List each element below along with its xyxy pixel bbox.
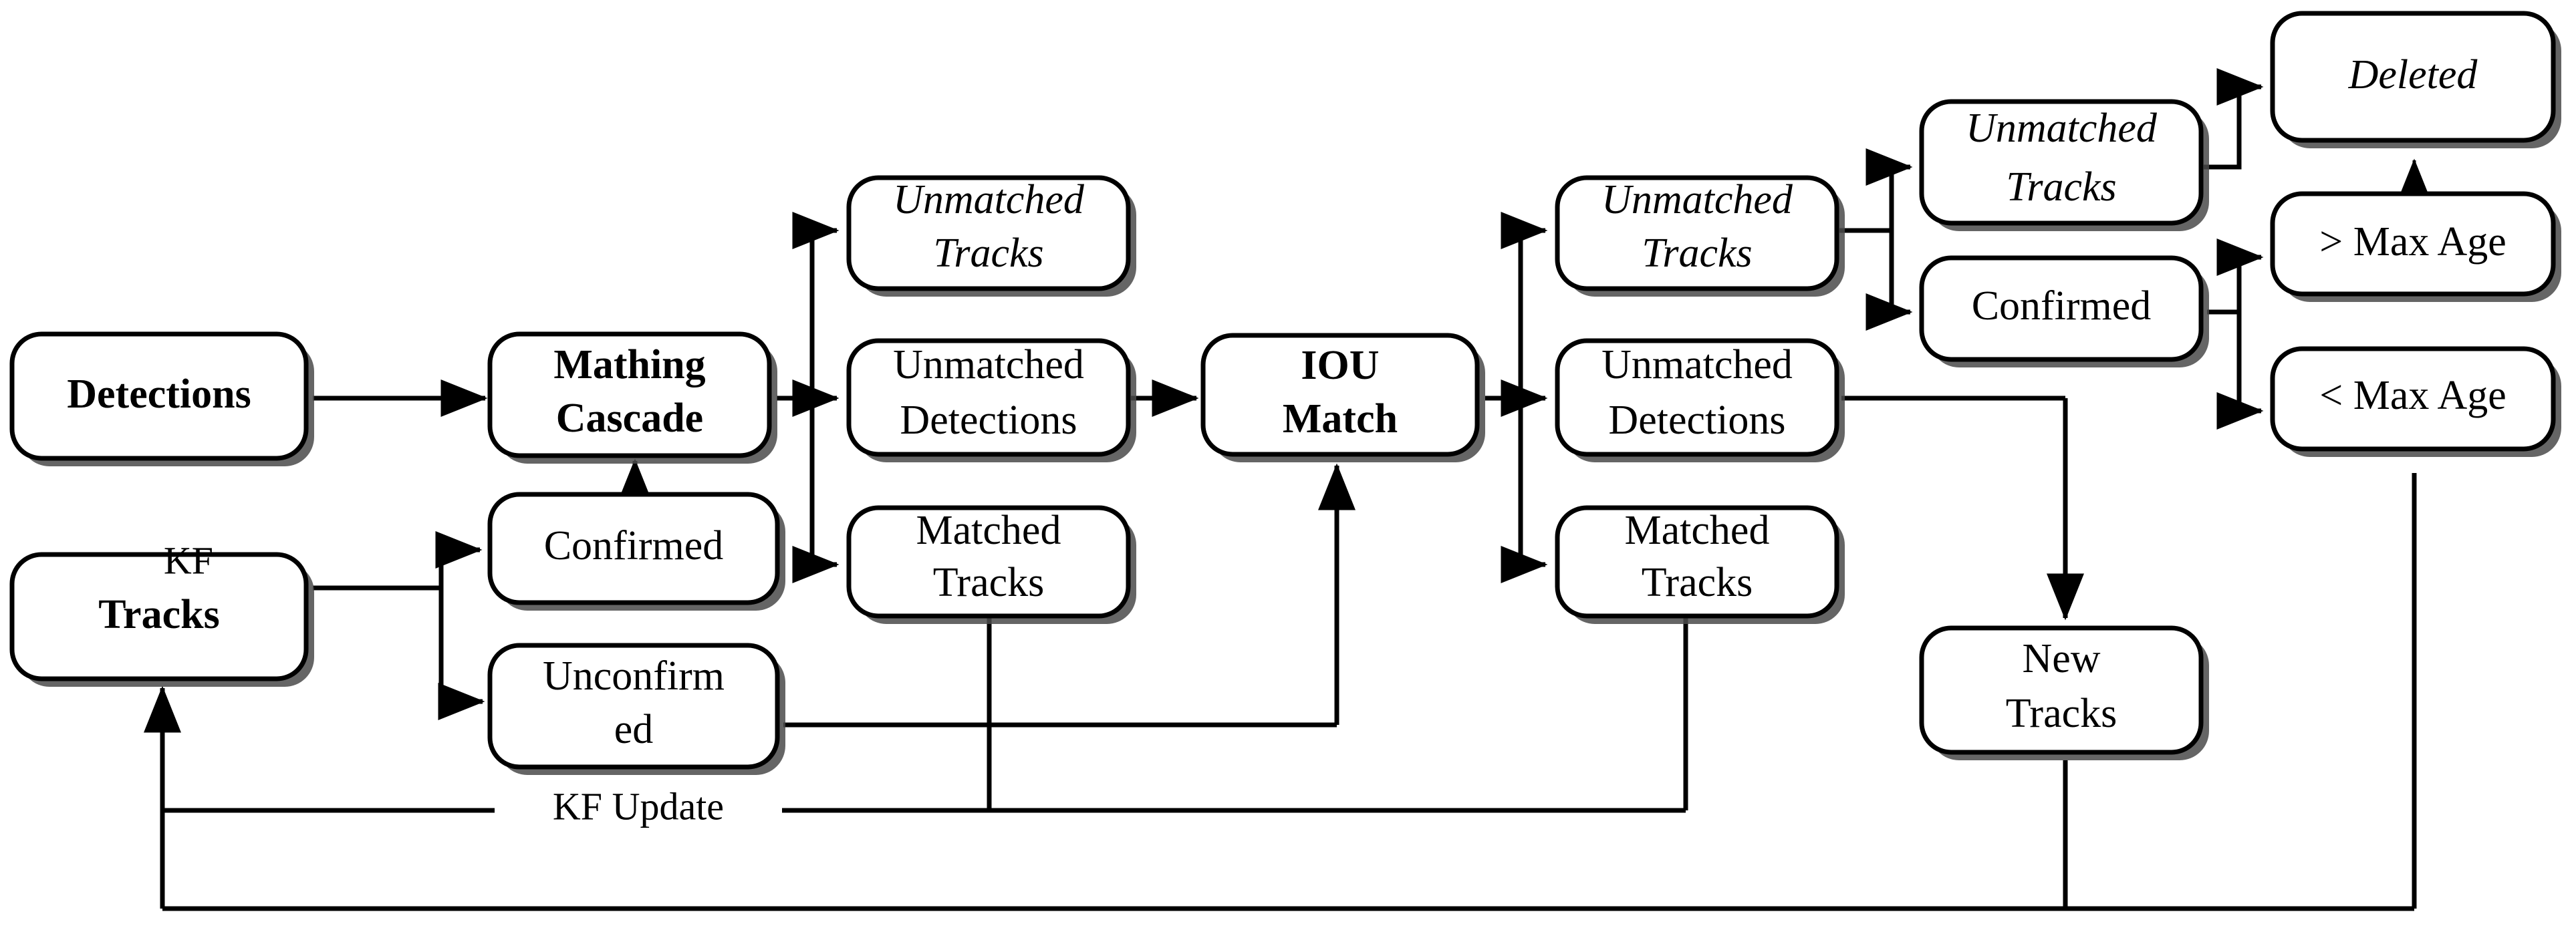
node-tracks[interactable]: Tracks — [9, 552, 314, 687]
node-matched-tracks-2[interactable]: Matched Tracks — [1555, 505, 1845, 624]
node-matched-tracks-1[interactable]: Matched Tracks — [846, 505, 1136, 624]
node-unmatched-detections-1-line2: Detections — [900, 398, 1077, 443]
edge-unmatched-tracks2-split-up — [1865, 148, 1913, 230]
node-new-tracks-line1: New — [2022, 636, 2100, 681]
kf-update-label-group: KF Update — [495, 784, 782, 835]
node-matched-tracks-2-line1: Matched — [1625, 508, 1770, 553]
node-unconfirmed-line1: Unconfirm — [543, 653, 725, 699]
node-detections-label: Detections — [67, 371, 251, 417]
node-unmatched-tracks-3-line1: Unmatched — [1966, 106, 2158, 151]
node-deleted[interactable]: Deleted — [2270, 11, 2561, 148]
node-unmatched-tracks-2-line2: Tracks — [1642, 230, 1752, 276]
node-gt-max-age-label: > Max Age — [2319, 219, 2506, 265]
node-unmatched-detections-1-line1: Unmatched — [893, 342, 1084, 387]
edge-cascade-fan-up — [792, 212, 840, 398]
node-unmatched-tracks-3-line2: Tracks — [2006, 164, 2116, 210]
edges-layer — [144, 68, 2428, 911]
node-iou-match-line1: IOU — [1301, 343, 1379, 388]
node-unmatched-tracks-1[interactable]: Unmatched Tracks — [846, 175, 1136, 297]
node-confirmed-left[interactable]: Confirmed — [487, 492, 785, 611]
node-tracks-label: Tracks — [98, 592, 219, 637]
node-matching-cascade[interactable]: Mathing Cascade — [487, 331, 777, 464]
node-confirmed-right[interactable]: Confirmed — [1919, 255, 2209, 367]
edge-label-kf-update: KF Update — [553, 784, 724, 828]
node-unconfirmed-line2: ed — [614, 707, 654, 752]
node-unmatched-tracks-2-line1: Unmatched — [1601, 177, 1793, 222]
node-matching-cascade-line2: Cascade — [556, 396, 703, 441]
node-unmatched-tracks-1-line1: Unmatched — [893, 177, 1085, 222]
node-unmatched-detections-2-line2: Detections — [1608, 398, 1785, 443]
node-detections[interactable]: Detections — [9, 331, 314, 466]
nodes-layer: Detections Tracks KF Mathing Cascade — [9, 11, 2561, 775]
node-unmatched-detections-2-line1: Unmatched — [1601, 342, 1793, 387]
node-iou-match-line2: Match — [1283, 396, 1398, 442]
node-matched-tracks-2-line2: Tracks — [1642, 560, 1753, 605]
node-new-tracks[interactable]: New Tracks — [1919, 625, 2209, 760]
node-gt-max-age[interactable]: > Max Age — [2270, 191, 2561, 302]
node-confirmed-left-label: Confirmed — [544, 523, 724, 569]
edge-unmatched-tracks3-to-deleted — [2204, 68, 2264, 170]
node-lt-max-age-label: < Max Age — [2319, 373, 2506, 418]
node-unmatched-tracks-1-line2: Tracks — [933, 230, 1043, 276]
node-deleted-label: Deleted — [2348, 52, 2478, 98]
node-unmatched-detections-2[interactable]: Unmatched Detections — [1555, 338, 1845, 462]
node-matching-cascade-line1: Mathing — [553, 342, 705, 387]
node-lt-max-age[interactable]: < Max Age — [2270, 346, 2561, 457]
edge-iou-fan-down — [1501, 398, 1548, 583]
edge-unmatched-tracks2-split-down — [1865, 230, 1913, 331]
edge-confirmed-right-to-gt-maxage — [2216, 239, 2264, 312]
node-matched-tracks-1-line2: Tracks — [933, 560, 1045, 605]
node-unconfirmed[interactable]: Unconfirm ed — [487, 643, 785, 775]
node-matched-tracks-1-line1: Matched — [916, 508, 1061, 553]
edge-iou-fan-up — [1501, 212, 1548, 398]
edge-label-kf: KF — [164, 538, 213, 582]
edge-confirmed-right-to-lt-maxage — [2216, 312, 2264, 430]
node-new-tracks-line2: Tracks — [2006, 691, 2117, 736]
node-unmatched-detections-1[interactable]: Unmatched Detections — [846, 338, 1136, 462]
node-unmatched-tracks-3[interactable]: Unmatched Tracks — [1919, 99, 2209, 231]
edge-cascade-fan-down — [792, 398, 840, 583]
node-confirmed-right-label: Confirmed — [1972, 283, 2152, 329]
node-unmatched-tracks-2[interactable]: Unmatched Tracks — [1555, 175, 1845, 297]
node-iou-match[interactable]: IOU Match — [1200, 333, 1485, 462]
